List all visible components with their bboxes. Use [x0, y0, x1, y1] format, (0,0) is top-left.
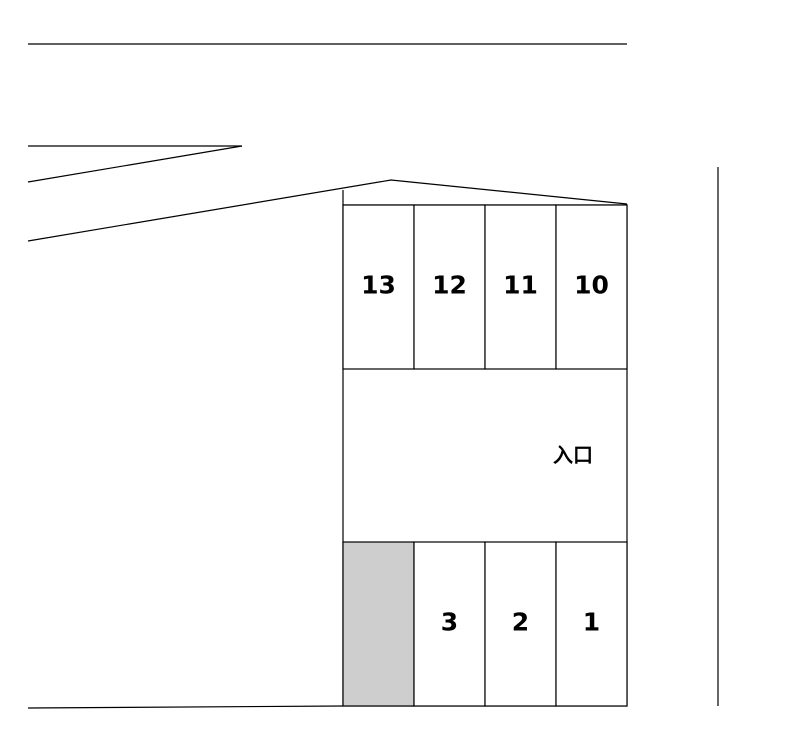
- parking-bay-3[interactable]: [413, 541, 486, 707]
- lot-roofline: [27, 179, 628, 242]
- top-row-bays: 13 12 11 10: [342, 204, 628, 370]
- parking-bay-10[interactable]: [555, 204, 628, 370]
- bay-number: 1: [583, 608, 600, 637]
- bay-number: 11: [503, 271, 538, 300]
- parking-bay-occupied[interactable]: [342, 541, 415, 707]
- bay-number: 3: [441, 608, 458, 637]
- bottom-boundary-line: [27, 705, 344, 709]
- bay-number: 13: [361, 271, 396, 300]
- upper-road-diagonal: [27, 145, 243, 183]
- bottom-row-bays: 3 2 1: [342, 541, 628, 707]
- entrance-label: 入口: [553, 443, 593, 467]
- bay-number: 10: [574, 271, 609, 300]
- bay-number: 12: [432, 271, 467, 300]
- parking-bay-13[interactable]: [342, 204, 415, 370]
- parking-bay-11[interactable]: [484, 204, 557, 370]
- parking-bay-1[interactable]: [555, 541, 628, 707]
- parking-bay-12[interactable]: [413, 204, 486, 370]
- parking-bay-2[interactable]: [484, 541, 557, 707]
- bay-number: 2: [512, 608, 529, 637]
